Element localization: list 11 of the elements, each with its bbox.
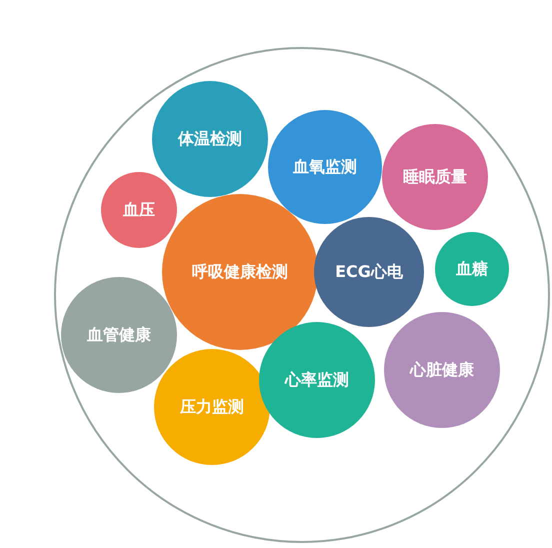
bubble-label: 血糖 bbox=[455, 259, 489, 279]
bubble-label: 体温检测 bbox=[176, 129, 243, 149]
bubble-label: ECG心电 bbox=[334, 262, 404, 282]
bubble-label: 呼吸健康检测 bbox=[191, 262, 289, 282]
bubble-label: 血压 bbox=[122, 200, 156, 220]
bubble-label: 压力监测 bbox=[178, 397, 245, 417]
bubble-label: 血氧监测 bbox=[292, 157, 358, 177]
bubble-label: 睡眠质量 bbox=[402, 167, 468, 187]
bubble-label: 血管健康 bbox=[86, 325, 152, 345]
bubble-label: 心脏健康 bbox=[408, 360, 475, 380]
bubble-label: 心率监测 bbox=[284, 370, 350, 390]
